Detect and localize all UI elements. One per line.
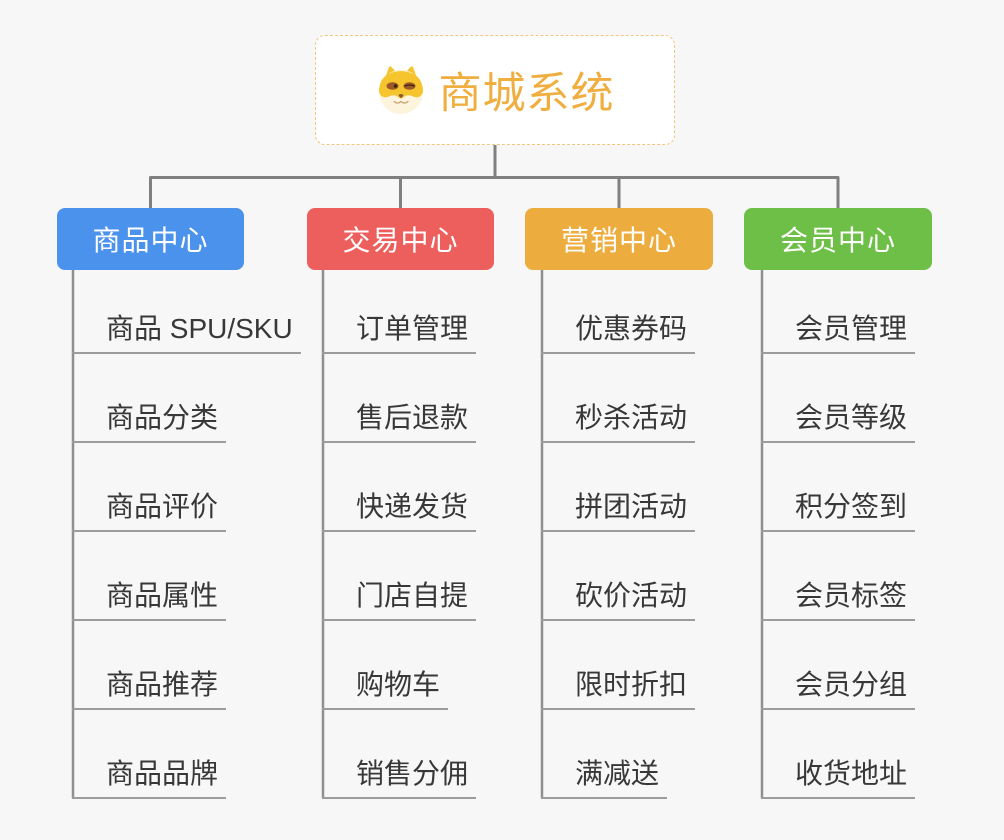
child-item[interactable]: 快递发货 [322,486,477,532]
child-item[interactable]: 限时折扣 [541,664,696,710]
branch-node-marketing-center[interactable]: 营销中心 [525,208,713,270]
child-item[interactable]: 拼团活动 [541,486,696,532]
branch-label: 营销中心 [560,225,677,256]
doge-icon [378,66,423,114]
branch-node-trade-center[interactable]: 交易中心 [307,208,494,270]
branch-bus-lines [149,145,840,208]
child-item[interactable]: 积分签到 [761,486,916,532]
child-item[interactable]: 会员标签 [761,575,916,621]
child-item[interactable]: 订单管理 [322,308,477,354]
child-item[interactable]: 购物车 [322,664,449,710]
child-item[interactable]: 门店自提 [322,575,477,621]
child-item[interactable]: 会员等级 [761,397,916,443]
branch-node-goods-center[interactable]: 商品中心 [57,208,244,270]
branch-label: 交易中心 [342,225,459,256]
child-item[interactable]: 售后退款 [322,397,477,443]
root-title: 商城系统 [438,70,615,118]
child-item[interactable]: 秒杀活动 [541,397,696,443]
child-item[interactable]: 商品推荐 [72,664,227,710]
child-item[interactable]: 收货地址 [761,753,916,799]
branch-children-trade: 订单管理 售后退款 快递发货 门店自提 购物车 销售分佣 [322,308,477,799]
child-item[interactable]: 优惠券码 [541,308,696,354]
child-item[interactable]: 会员管理 [761,308,916,354]
child-item[interactable]: 砍价活动 [541,575,696,621]
branch-label: 会员中心 [779,225,896,256]
child-item[interactable]: 商品评价 [72,486,227,532]
child-item[interactable]: 会员分组 [761,664,916,710]
branch-children-goods: 商品 SPU/SKU 商品分类 商品评价 商品属性 商品推荐 商品品牌 [72,308,301,799]
child-item[interactable]: 商品 SPU/SKU [72,308,301,354]
child-item[interactable]: 商品属性 [72,575,227,621]
child-item[interactable]: 商品品牌 [72,753,227,799]
child-item[interactable]: 满减送 [541,753,668,799]
branch-node-member-center[interactable]: 会员中心 [744,208,932,270]
child-item[interactable]: 商品分类 [72,397,227,443]
branch-label: 商品中心 [92,225,209,256]
root-node[interactable]: 商城系统 [315,35,675,145]
branch-children-marketing: 优惠券码 秒杀活动 拼团活动 砍价活动 限时折扣 满减送 [541,308,696,799]
child-item[interactable]: 销售分佣 [322,753,477,799]
branch-children-member: 会员管理 会员等级 积分签到 会员标签 会员分组 收货地址 [761,308,916,799]
